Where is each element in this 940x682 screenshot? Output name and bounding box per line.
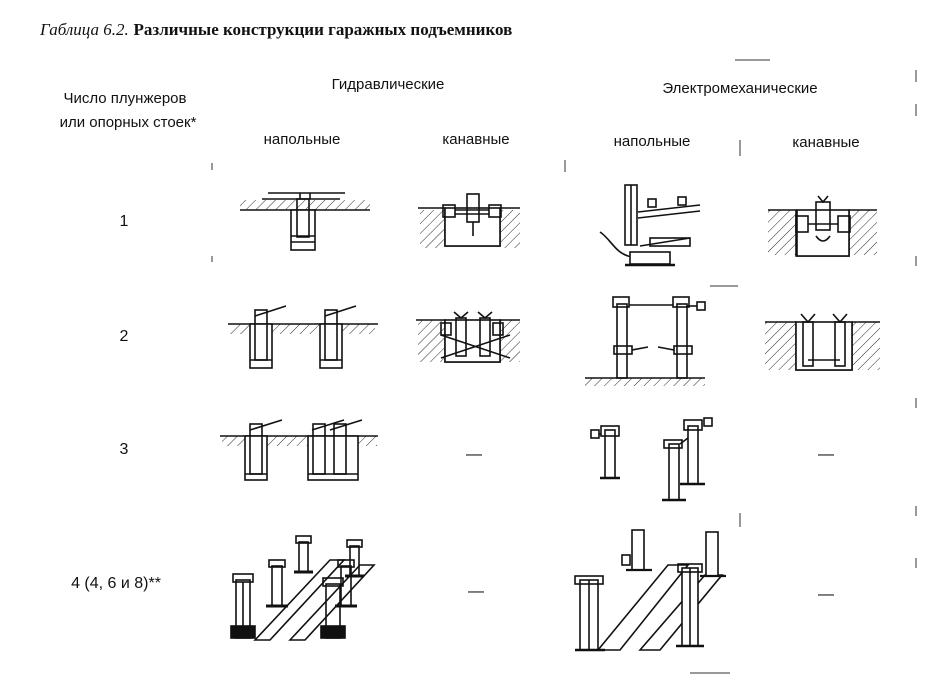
- empty-cell-hydraulic-pit-3: —: [466, 446, 482, 463]
- hydraulic-floor-lift-2-icon: [228, 305, 378, 369]
- subheader-electro-floor: напольные: [613, 133, 691, 150]
- first-column-header-line1: Число плунжеров: [63, 90, 187, 107]
- electro-floor-lift-1-icon: [599, 184, 701, 267]
- hydraulic-pit-lift-2-icon: [416, 311, 520, 363]
- table-caption: Различные конструкции гаражных подъемник…: [133, 20, 513, 39]
- empty-cell-electro-pit-4: —: [818, 586, 834, 603]
- electro-floor-lift-3-icon: [590, 417, 713, 502]
- table-title: Габлица 6.2. Различные конструкции гараж…: [40, 20, 512, 40]
- table-number: Габлица 6.2.: [40, 20, 129, 39]
- row-label-1: 1: [119, 213, 129, 230]
- row-label-3: 3: [119, 441, 129, 458]
- electro-pit-lift-1-icon: [768, 195, 877, 257]
- hydraulic-floor-lift-1-icon: [240, 192, 370, 251]
- hydraulic-floor-lift-3-icon: [220, 419, 378, 481]
- group-header-hydraulic: Гидравлические: [331, 76, 445, 93]
- subheader-electro-pit: канавные: [792, 134, 860, 151]
- hydraulic-pit-lift-1-icon: [418, 193, 520, 248]
- electro-pit-lift-2-icon: [765, 313, 880, 371]
- group-header-electromechanical: Электромеханические: [662, 80, 818, 97]
- first-column-header-line2: или опорных стоек*: [59, 114, 197, 131]
- row-label-2: 2: [119, 328, 129, 345]
- empty-cell-electro-pit-3: —: [818, 446, 834, 463]
- empty-cell-hydraulic-pit-4: —: [468, 583, 484, 600]
- subheader-hydraulic-floor: напольные: [263, 131, 341, 148]
- electro-floor-lift-2-icon: [585, 296, 706, 386]
- electro-floor-lift-4-icon: [574, 529, 726, 652]
- hydraulic-floor-lift-4-icon: [230, 535, 376, 641]
- subheader-hydraulic-pit: канавные: [442, 131, 510, 148]
- row-label-4: 4 (4, 6 и 8)**: [71, 575, 161, 592]
